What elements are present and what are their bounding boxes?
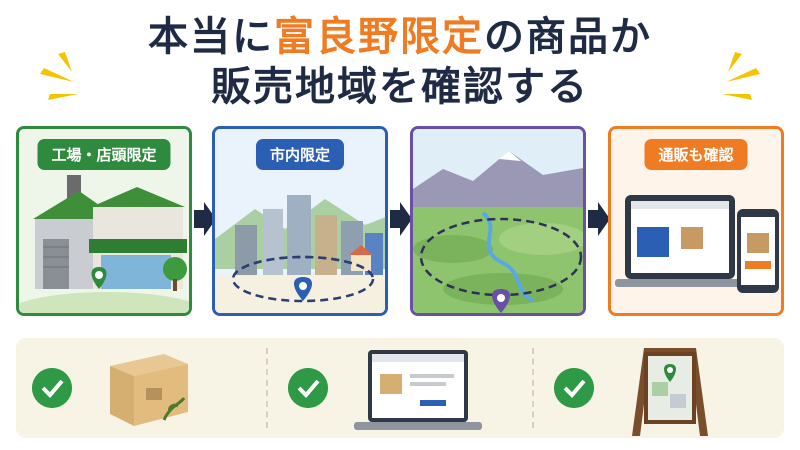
left-burst-icon [40,52,78,100]
panel-city: 市内限定 [212,126,388,316]
panel-factory-store: 工場・店頭限定 [16,126,192,316]
panel-online-shop: 通販も確認 [608,126,784,316]
right-burst-icon [722,52,760,100]
map-signboard-icon [632,348,708,436]
package-icon [110,354,188,426]
arrow-right-icon [390,202,412,236]
divider [532,348,534,428]
divider [266,348,268,428]
check-icon [288,368,328,408]
title-line-1: 本当に富良野限定の商品か [0,14,800,60]
laptop-shop-icon [354,350,482,430]
panel-label-factory: 工場・店頭限定 [37,139,171,170]
bottom-check-strip [16,338,784,438]
title-prefix: 本当に [148,14,274,60]
check-icon [554,368,594,408]
arrow-right-icon [194,202,216,236]
panel-label-online: 通販も確認 [644,139,748,170]
check-icon [32,368,72,408]
panel-label-city: 市内限定 [255,139,345,170]
title-suffix: の商品か [484,14,652,60]
region-map-icon [413,129,583,313]
title-line-2: 販売地域を確認する [211,64,589,110]
panel-region [410,126,586,316]
title-accent: 富良野限定 [274,14,484,60]
arrow-right-icon [588,202,610,236]
